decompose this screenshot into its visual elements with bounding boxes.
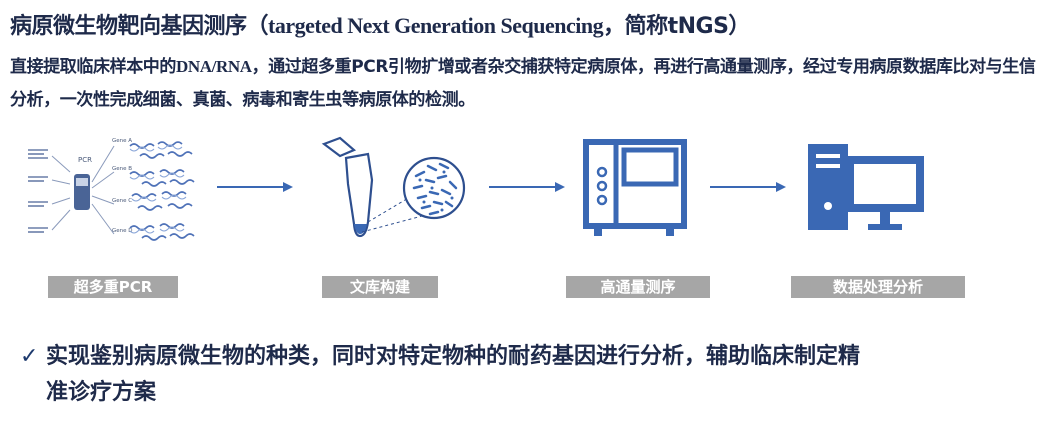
page-title: 病原微生物靶向基因测序（targeted Next Generation Seq… [10, 8, 1040, 40]
conclusion-line-1-text: 实现鉴别病原微生物的种类，同时对特定物种的耐药基因进行分析，辅助临床制定精 [46, 344, 861, 369]
description-text-3: ，通过超多重PCR引物扩增或者杂交捕获特定病原体，再进行高通量测序，经过专用病原… [10, 57, 1036, 110]
gene-label-a: Gene A [112, 138, 132, 144]
computer-icon [808, 144, 924, 230]
gene-label-b: Gene B [112, 166, 132, 172]
description-text-2: DNA/RNA [176, 57, 252, 76]
conclusion-line-2: 准诊疗方案 [46, 380, 157, 405]
description-paragraph: 直接提取临床样本中的DNA/RNA，通过超多重PCR引物扩增或者杂交捕获特定病原… [10, 50, 1044, 117]
conclusion-text: ✓ 实现鉴别病原微生物的种类，同时对特定物种的耐药基因进行分析，辅助临床制定精 准… [20, 339, 1030, 411]
checkmark-icon: ✓ [20, 344, 39, 369]
sequencer-icon [583, 139, 687, 236]
step-label-library: 文库构建 [322, 276, 438, 298]
flow-arrow-2 [489, 182, 565, 192]
flow-arrow-3 [710, 182, 786, 192]
test-tube-icon [321, 136, 466, 238]
title-chinese: 病原微生物靶向基因测序（ [10, 14, 269, 39]
title-english: targeted Next Generation Sequencing [268, 13, 604, 38]
step-label-analysis: 数据处理分析 [791, 276, 965, 298]
flow-arrow-1 [217, 182, 293, 192]
title-tail: ，简称tNGS） [603, 14, 750, 39]
gene-label-c: Gene C [112, 198, 132, 204]
step-label-pcr: 超多重PCR [48, 276, 178, 298]
pcr-center-label: PCR [78, 156, 92, 164]
conclusion-line-1: ✓ 实现鉴别病原微生物的种类，同时对特定物种的耐药基因进行分析，辅助临床制定精 [20, 339, 1030, 375]
step-label-sequencing: 高通量测序 [566, 276, 710, 298]
gene-label-d: Gene D [112, 228, 133, 234]
pcr-amplification-icon: PCR Gene A Gene B Gene C Gene D [28, 138, 195, 241]
description-text-1: 直接提取临床样本中的 [10, 57, 176, 77]
